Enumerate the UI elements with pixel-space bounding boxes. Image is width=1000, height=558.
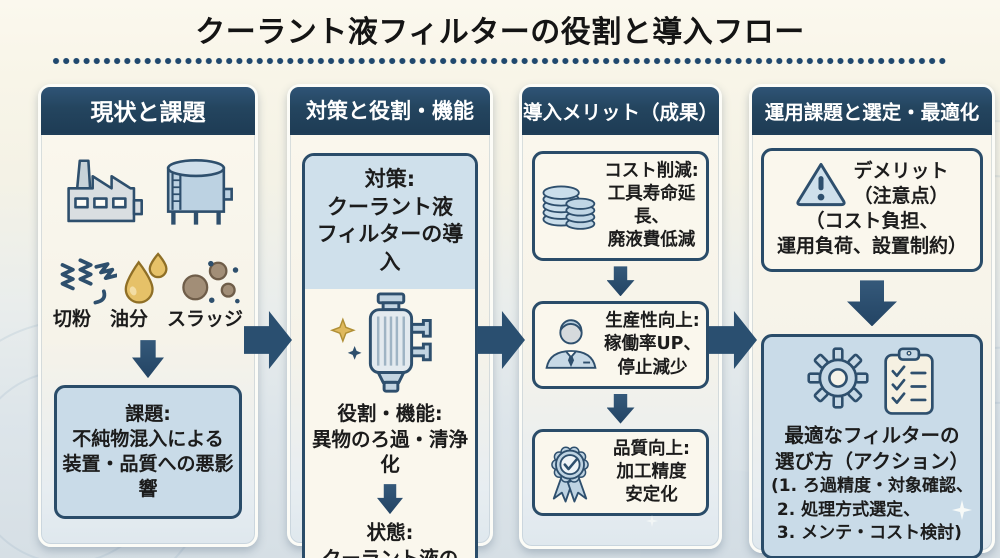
down-arrow-icon — [132, 340, 164, 379]
sparkle-icon — [329, 317, 356, 344]
demerit-title: デメリット （注意点） — [853, 160, 949, 208]
coolant-filter-icon — [329, 292, 432, 393]
measure-text: 対策: クーラント液 フィルターの導入 — [305, 156, 475, 289]
sparkle-icon — [347, 345, 362, 360]
dotted-separator — [52, 57, 948, 65]
label-sludge: スラッジ — [166, 308, 243, 330]
state-text: 状態: クーラント液の 清潔維持 — [322, 521, 459, 558]
warning-triangle-icon — [796, 162, 847, 206]
merit-quality-box: 品質向上: 加工精度 安定化 — [532, 428, 709, 516]
column1-header: 現状と課題 — [41, 87, 255, 135]
down-arrow-icon — [377, 484, 403, 515]
action-steps: (1. ろ過精度・対象確認、 2. 処理方式選定、 3. メンテ・コスト検討) — [771, 475, 973, 544]
action-title: 最適なフィルターの 選び方（アクション） — [774, 424, 970, 474]
factory-icon — [67, 159, 143, 223]
role-text: 役割・機能: 異物のろ過・清浄化 — [311, 401, 468, 477]
merit-cost-box: コスト削減: 工具寿命延長、 廃液費低減 — [532, 151, 709, 262]
down-arrow-icon — [606, 266, 635, 297]
merit-productivity-box: 生産性向上: 稼働率UP、 停止減少 — [532, 301, 709, 389]
label-chips: 切粉 — [53, 308, 92, 330]
metal-chips-icon — [60, 258, 117, 305]
storage-tank-icon — [166, 159, 233, 225]
label-oil: 油分 — [109, 308, 148, 330]
issue-box: 課題: 不純物混入による 装置・品質への悪影響 — [54, 385, 242, 520]
card-merits: 導入メリット（成果） コスト削減: 工具寿命延長、 廃液費低減 — [519, 84, 722, 549]
card-operation-selection: 運用課題と選定・最適化 デメリット （注意点） （コスト負担、 運用負荷、設置制… — [749, 84, 995, 558]
coins-icon — [542, 185, 596, 230]
worker-icon — [545, 319, 597, 369]
quality-badge-icon — [551, 446, 589, 503]
demerit-box: デメリット （注意点） （コスト負担、 運用負荷、設置制約） — [761, 148, 983, 273]
merit-productivity-text: 生産性向上: 稼働率UP、 停止減少 — [603, 311, 702, 378]
oil-drops-icon — [124, 252, 168, 304]
column4-header: 運用課題と選定・最適化 — [752, 87, 992, 135]
down-arrow-icon — [606, 393, 635, 424]
merit-quality-text: 品質向上: 加工精度 安定化 — [613, 438, 690, 505]
card-current-state: 現状と課題 — [38, 84, 258, 547]
checklist-clipboard-icon — [884, 347, 934, 416]
sludge-icon — [182, 260, 240, 304]
page-title: クーラント液フィルターの役割と導入フロー — [195, 15, 805, 50]
measure-box: 対策: クーラント液 フィルターの導入 役割・機能: — [302, 153, 478, 558]
down-arrow-icon — [847, 280, 897, 327]
gear-icon — [807, 347, 869, 409]
column2-header: 対策と役割・機能 — [290, 87, 490, 135]
column3-header: 導入メリット（成果） — [522, 87, 719, 135]
card-measures-roles: 対策と役割・機能 対策: クーラント液 フィルターの導入 — [287, 84, 493, 558]
demerit-detail: （コスト負担、 運用負荷、設置制約） — [776, 210, 967, 258]
action-box: 最適なフィルターの 選び方（アクション） (1. ろ過精度・対象確認、 2. 処… — [761, 334, 983, 558]
merit-cost-text: コスト削減: 工具寿命延長、 廃液費低減 — [604, 161, 699, 251]
